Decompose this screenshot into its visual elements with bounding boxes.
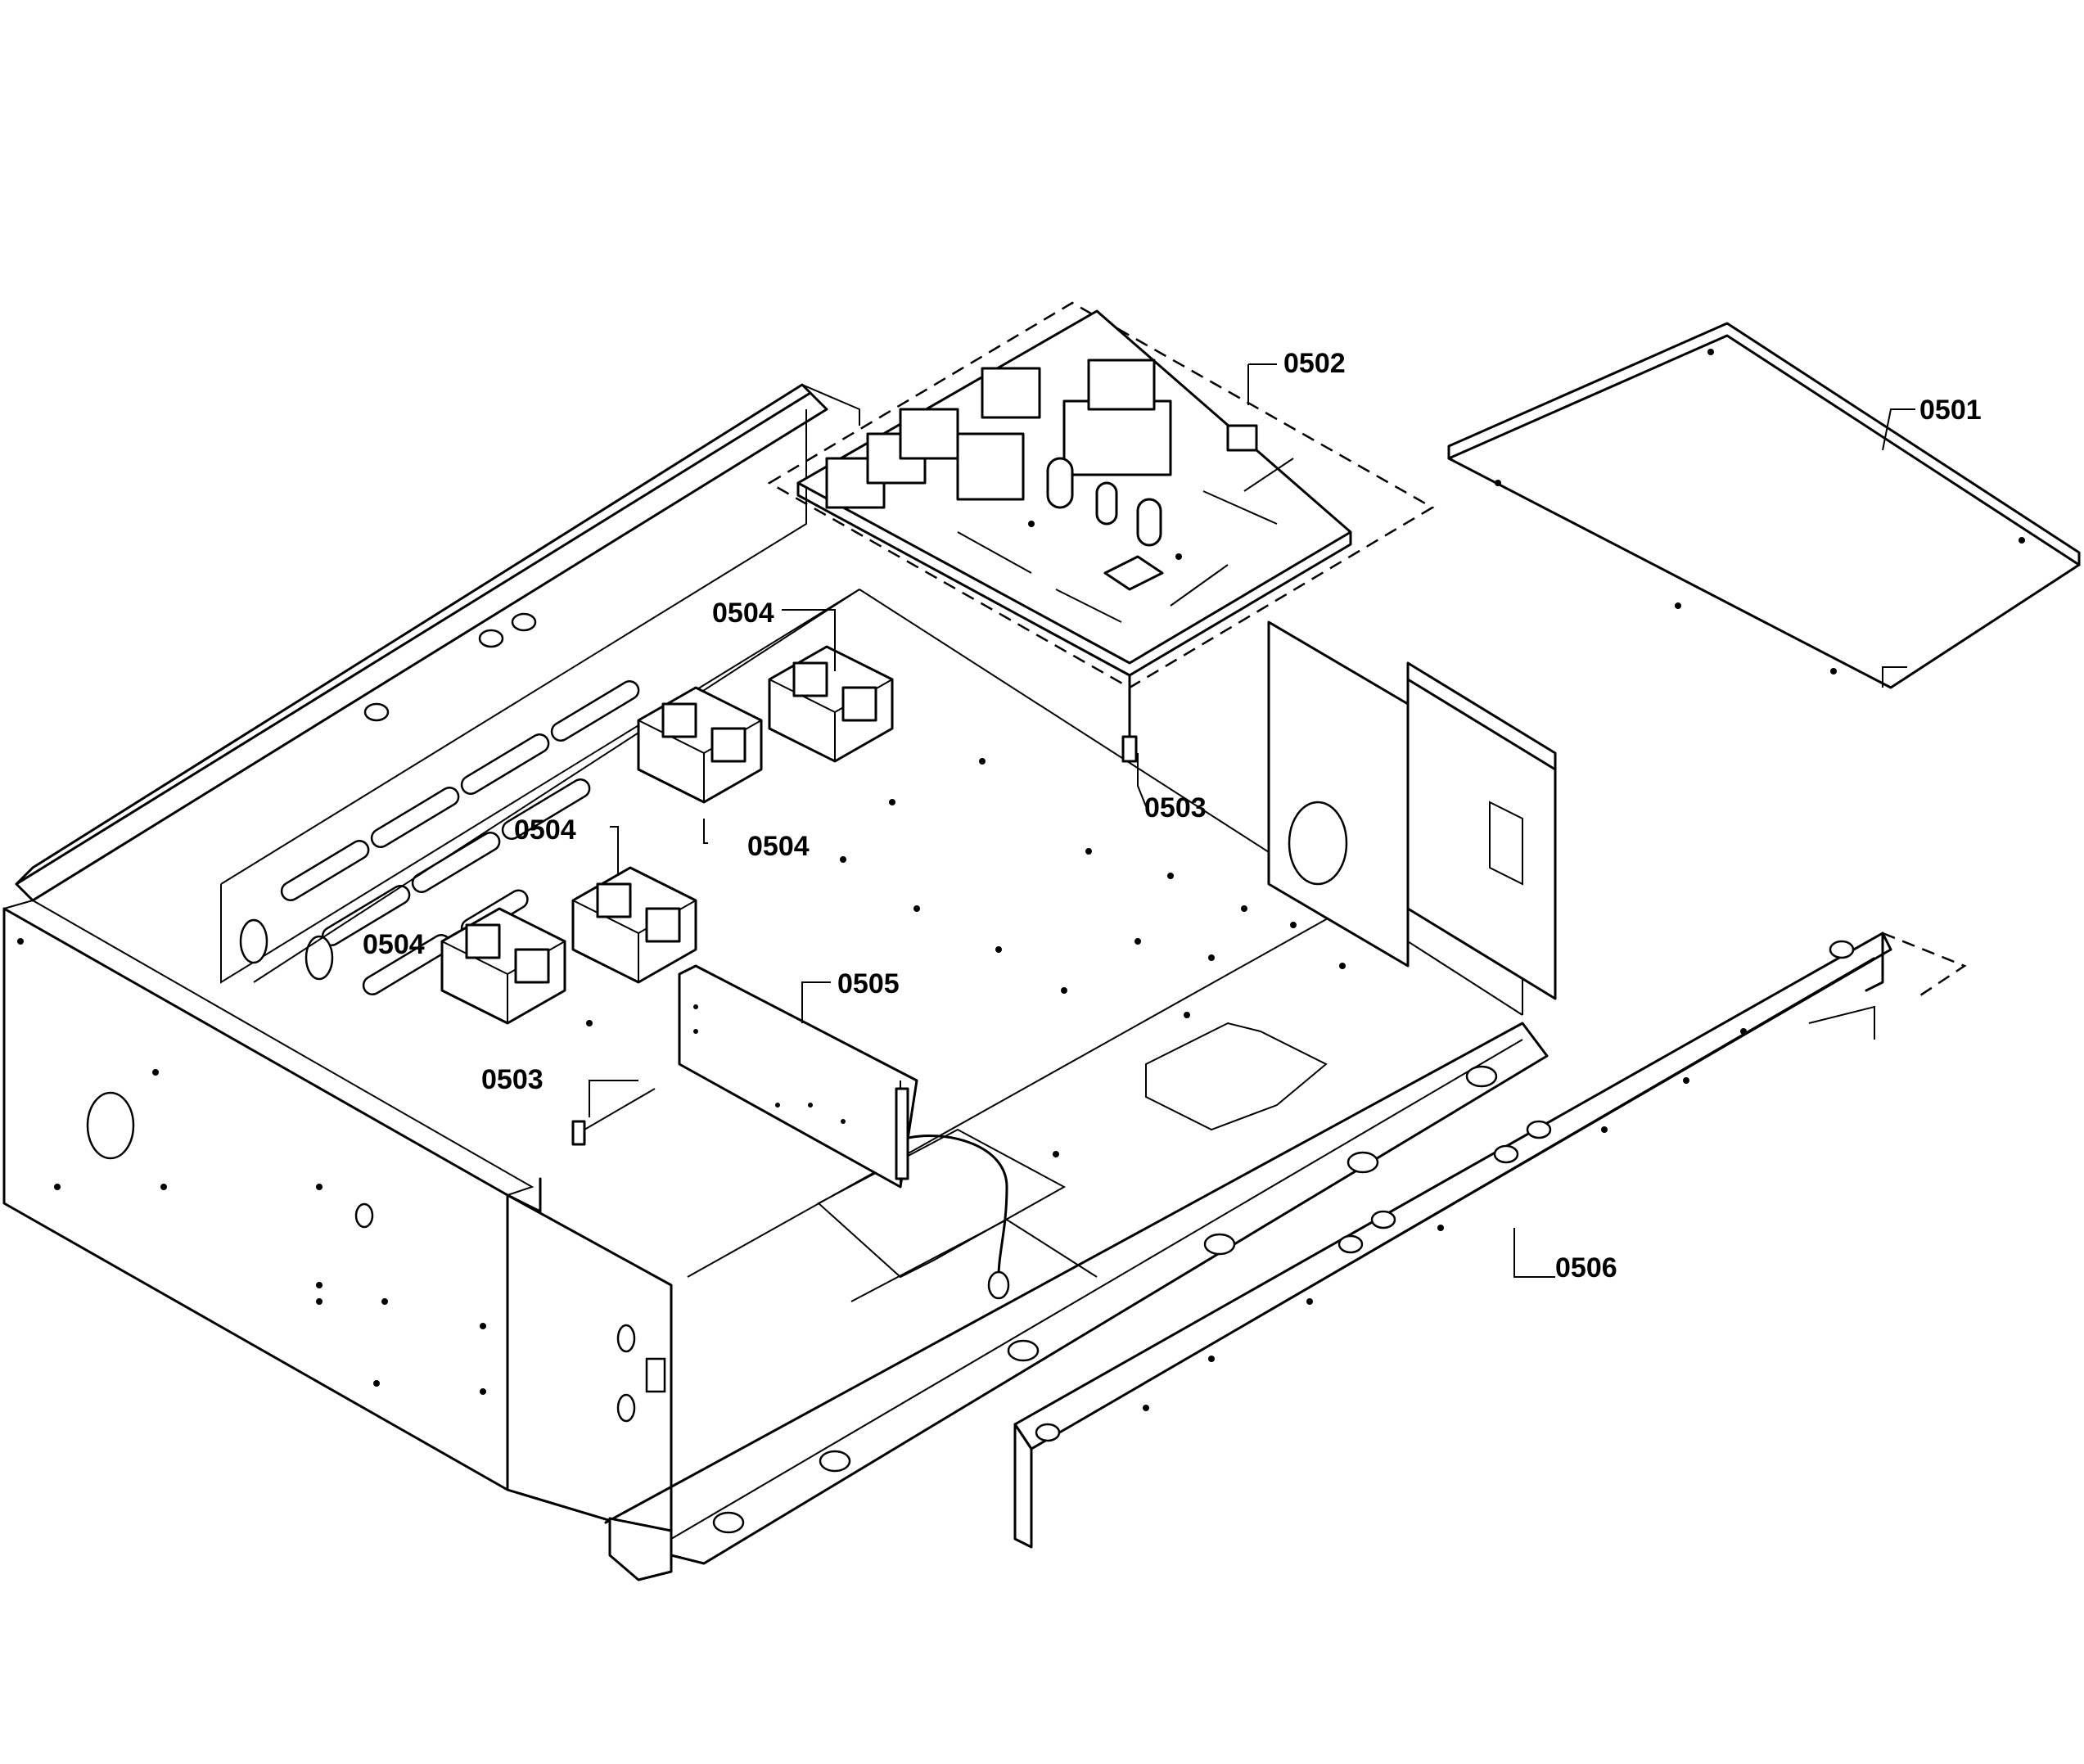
relay-block-0504 bbox=[571, 866, 697, 984]
chassis-housing bbox=[2, 383, 1557, 1581]
callout-0504-bottom: 0504 bbox=[363, 929, 425, 960]
callout-leaders bbox=[441, 363, 1915, 1278]
relay-block-0504 bbox=[440, 907, 566, 1025]
control-board-0502 bbox=[767, 301, 1435, 763]
display-board-0505 bbox=[571, 964, 1010, 1300]
callout-0503-bottom: 0503 bbox=[481, 1064, 544, 1095]
callout-labels: 0502 0501 0503 0504 0504 0504 0504 0505 … bbox=[363, 348, 1982, 1284]
callout-0503-top: 0503 bbox=[1144, 792, 1207, 823]
relay-block-0504 bbox=[637, 686, 763, 804]
callout-0501: 0501 bbox=[1919, 395, 1982, 426]
callout-0504-left: 0504 bbox=[514, 814, 576, 846]
callout-0502: 0502 bbox=[1283, 348, 1346, 379]
callout-0504-top: 0504 bbox=[712, 598, 774, 629]
callout-0504-mid: 0504 bbox=[747, 831, 810, 862]
back-wall-slots bbox=[239, 612, 640, 996]
left-wall-holes bbox=[17, 938, 486, 1395]
floor-edge-holes bbox=[712, 1065, 1498, 1534]
floor-holes bbox=[586, 758, 1346, 1157]
cover-plate-0501 bbox=[1447, 322, 2081, 689]
side-rail-0506 bbox=[1013, 932, 1967, 1549]
relay-block-0504 bbox=[768, 645, 894, 763]
callout-0505: 0505 bbox=[837, 968, 900, 999]
callout-0506: 0506 bbox=[1555, 1252, 1617, 1284]
